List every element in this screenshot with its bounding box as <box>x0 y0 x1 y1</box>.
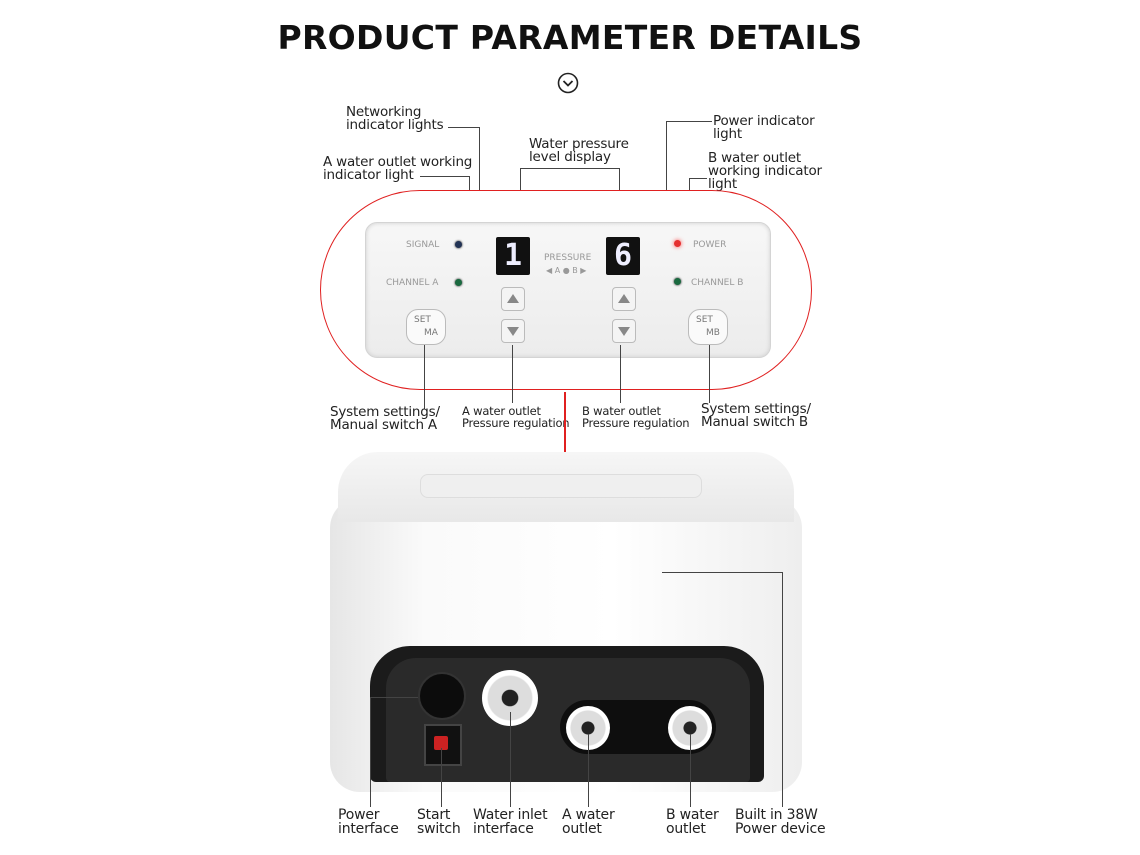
a-pressure-up-button[interactable] <box>501 287 525 311</box>
page-title: PRODUCT PARAMETER DETAILS <box>277 18 863 57</box>
channel-b-led <box>674 278 681 285</box>
channel-a-led <box>455 279 462 286</box>
set-ma-button[interactable]: SET MA <box>406 309 446 345</box>
pressure-display-a: 1 <box>496 237 530 275</box>
device-top-panel <box>420 474 702 498</box>
callout-system-a: System settings/Manual switch A <box>330 404 440 433</box>
pressure-label: PRESSURE <box>544 253 592 263</box>
signal-led <box>455 241 462 248</box>
triangle-up-icon <box>618 294 630 303</box>
power-led <box>674 240 681 247</box>
channel-a-label: CHANNEL A <box>386 278 439 288</box>
b-pressure-up-button[interactable] <box>612 287 636 311</box>
triangle-up-icon <box>507 294 519 303</box>
a-pressure-down-button[interactable] <box>501 319 525 343</box>
triangle-down-icon <box>507 327 519 336</box>
power-interface-port[interactable] <box>418 672 466 720</box>
callout-system-b: System settings/Manual switch B <box>701 401 811 430</box>
pressure-ab-label: ◀ A ● B ▶ <box>546 266 587 275</box>
b-pressure-down-button[interactable] <box>612 319 636 343</box>
signal-label: SIGNAL <box>406 240 440 250</box>
pressure-display-b: 6 <box>606 237 640 275</box>
set-mb-button[interactable]: SET MB <box>688 309 728 345</box>
power-label: POWER <box>693 240 727 250</box>
start-switch[interactable] <box>424 724 462 766</box>
control-panel: SIGNAL CHANNEL A 1 PRESSURE ◀ A ● B ▶ 6 … <box>365 222 771 358</box>
chevron-down-circle-icon <box>557 72 579 94</box>
channel-b-label: CHANNEL B <box>691 278 744 288</box>
triangle-down-icon <box>618 327 630 336</box>
panel-connector-line <box>564 392 566 472</box>
